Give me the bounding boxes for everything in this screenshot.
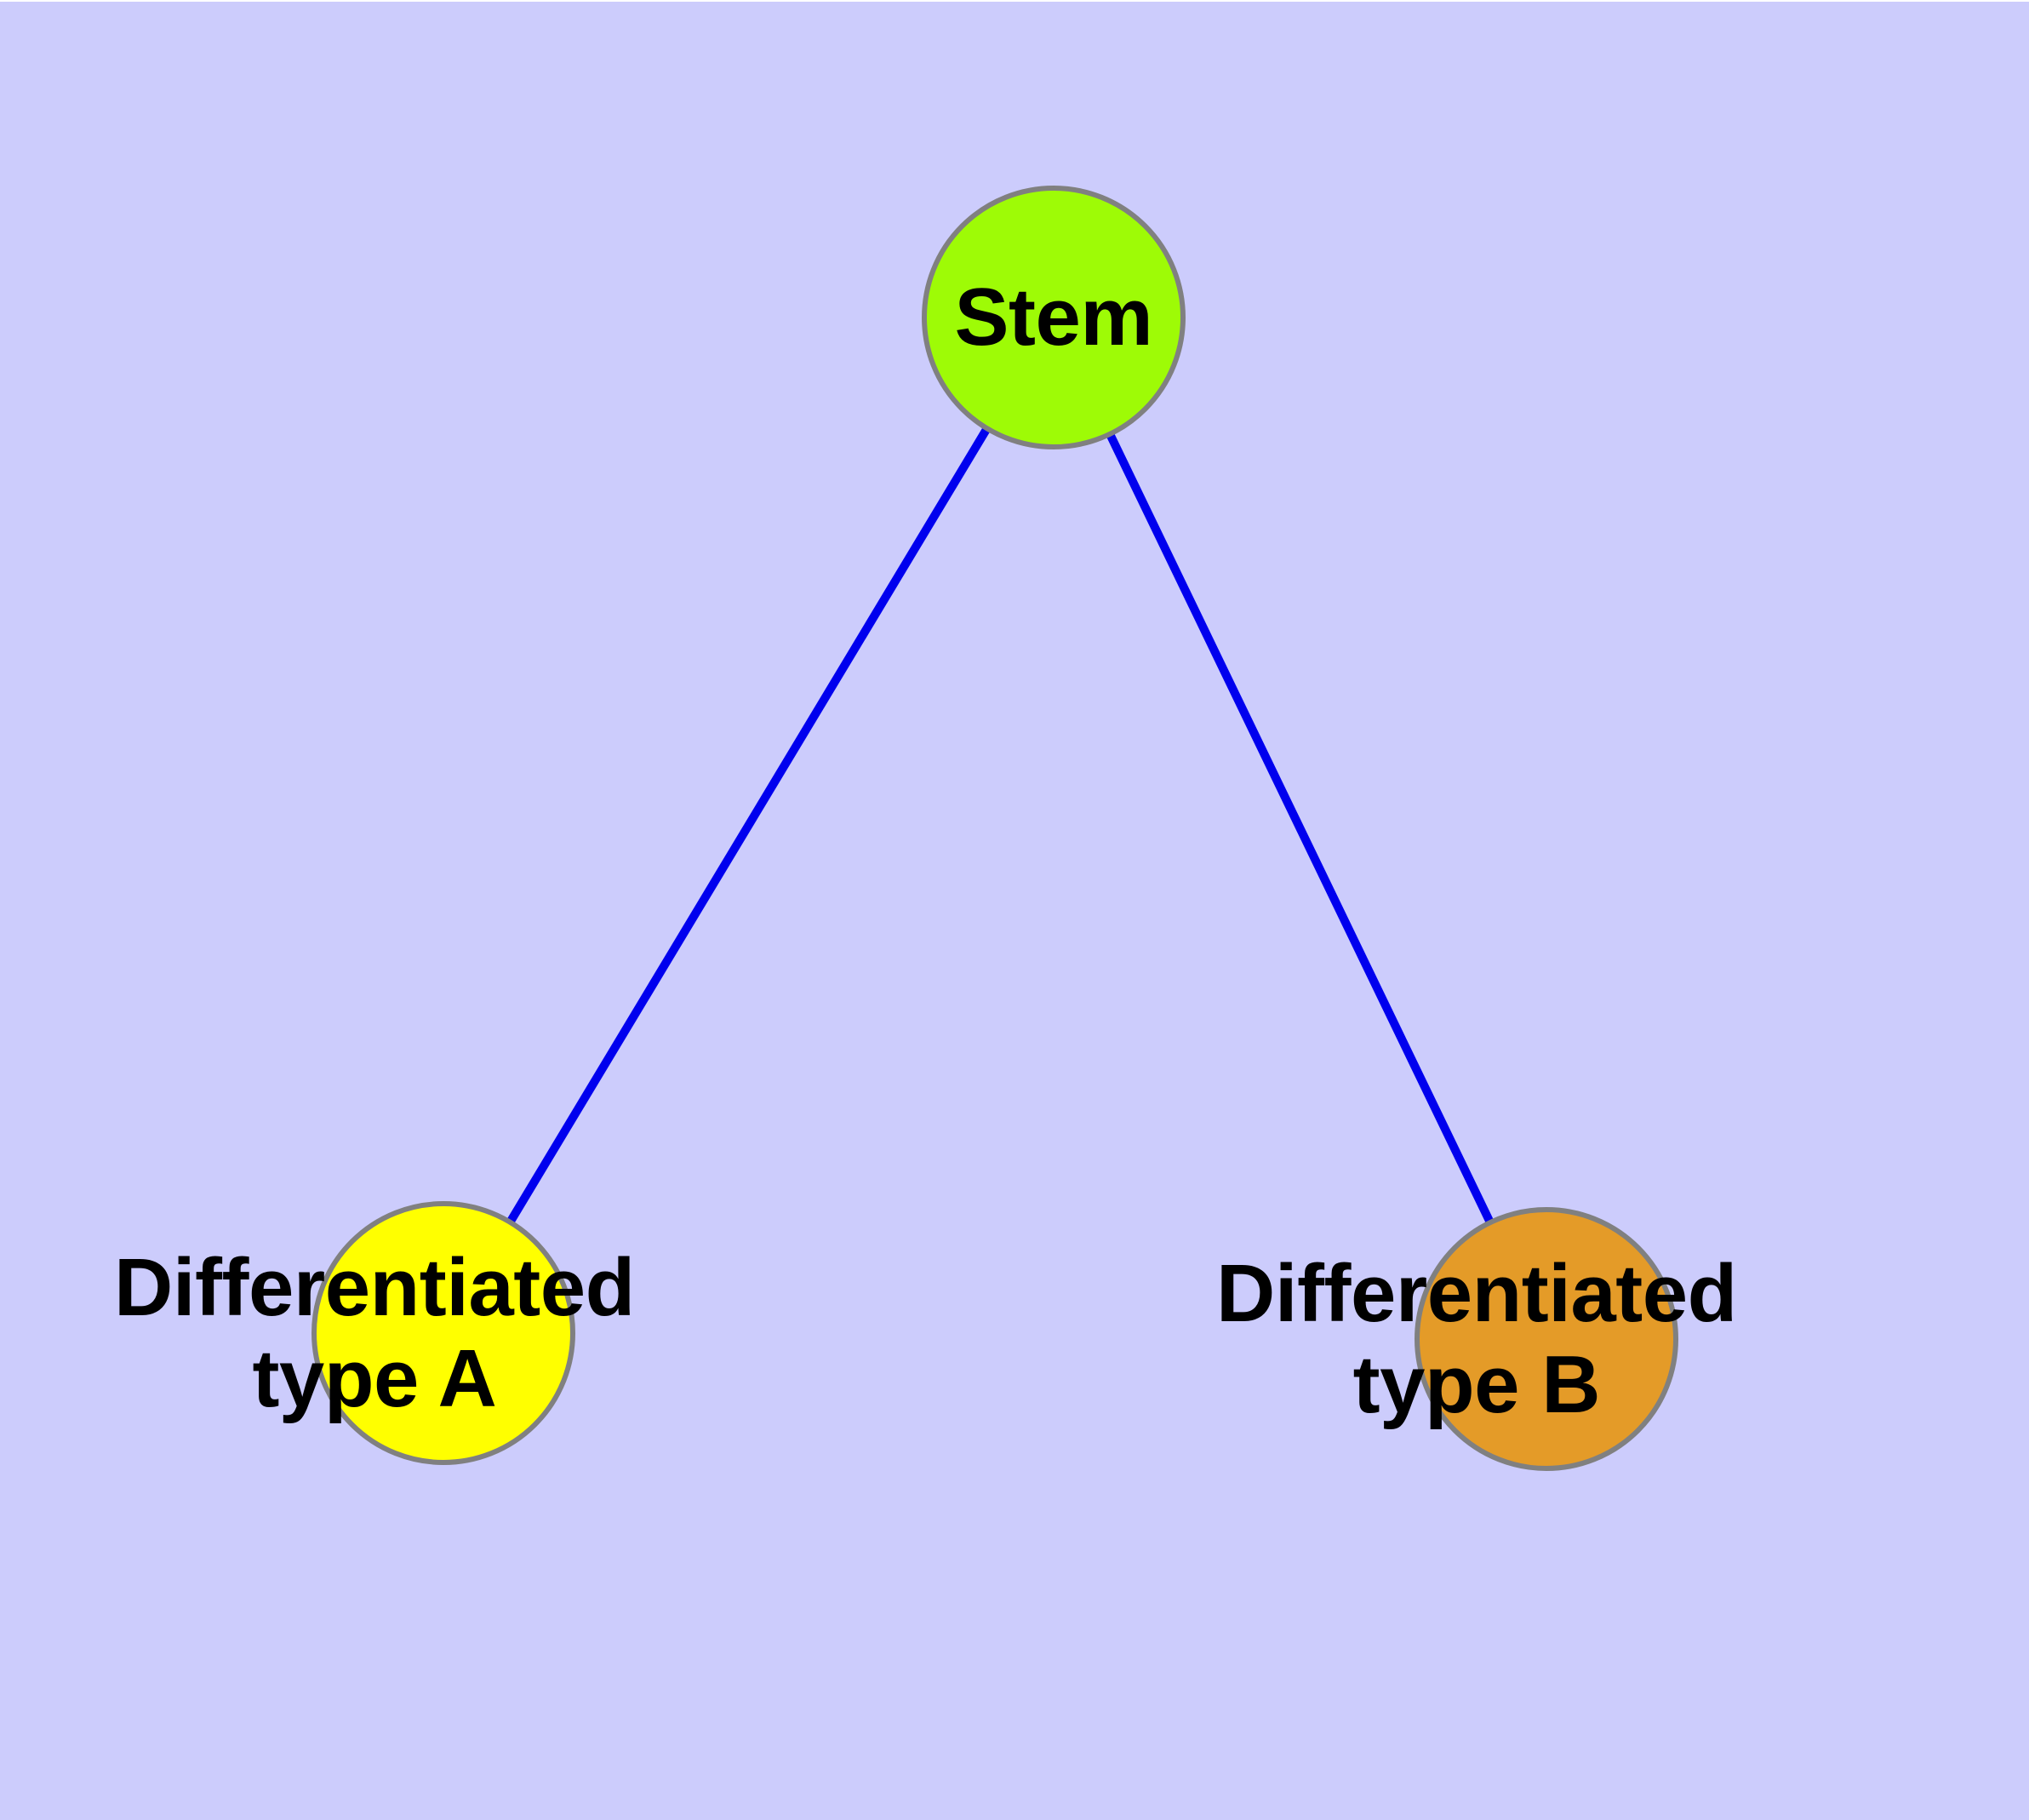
nodes-layer [311, 186, 1678, 1471]
graph-node-stem[interactable] [922, 186, 1186, 449]
graph-node-diff-a[interactable] [311, 1201, 575, 1465]
graph-edge-stem-to-diff-a[interactable] [439, 315, 1058, 1336]
graph-edge-stem-to-diff-b[interactable] [1049, 315, 1551, 1342]
graph-node-diff-b[interactable] [1415, 1207, 1678, 1471]
edges-layer [439, 315, 1551, 1342]
